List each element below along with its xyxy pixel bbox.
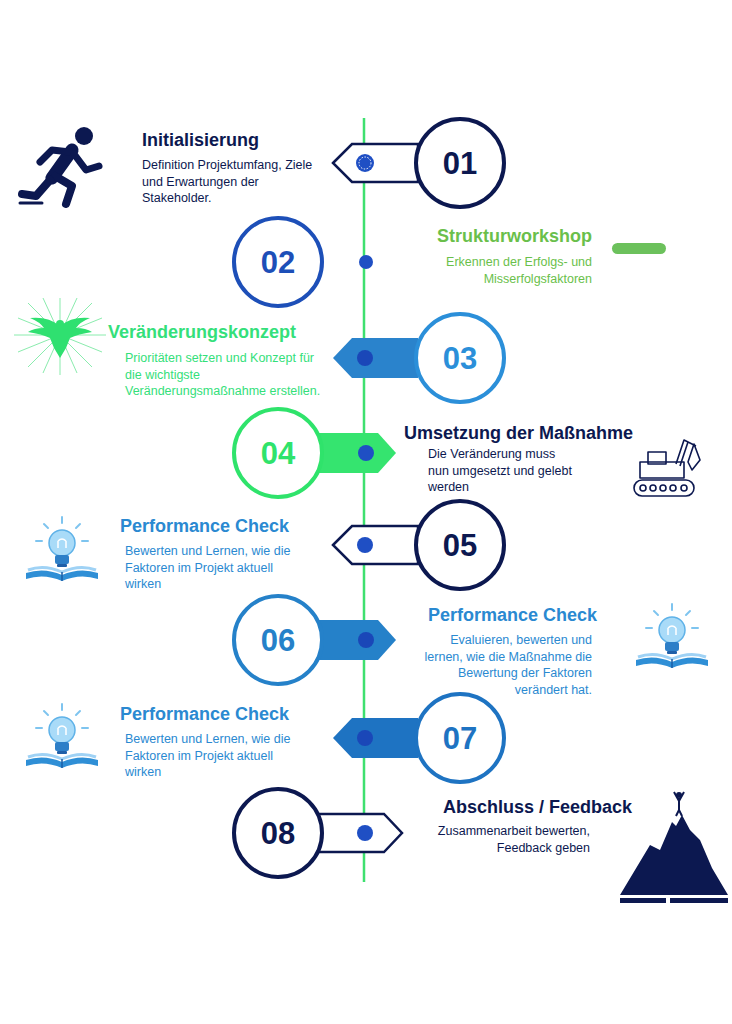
step-tag — [333, 338, 418, 378]
lightbulb-book-icon — [636, 604, 708, 668]
step-number: 04 — [261, 438, 295, 469]
step-heading: Umsetzung der Maßnahme — [404, 423, 664, 445]
step-tag — [333, 718, 418, 758]
lightbulb-book-icon — [26, 704, 98, 768]
step-tag — [333, 526, 418, 564]
step-number: 07 — [443, 723, 477, 754]
step-circle: 06 — [232, 594, 324, 686]
runner-icon — [20, 127, 99, 204]
step-circle: 02 — [232, 216, 324, 308]
step-number: 02 — [261, 247, 295, 278]
accent-pill — [612, 243, 666, 254]
step-number: 01 — [443, 148, 477, 179]
step-circle: 07 — [414, 692, 506, 784]
timeline-dots — [356, 154, 374, 841]
step-circle: 04 — [232, 407, 324, 499]
step-heading: Veränderungskonzept — [108, 322, 348, 344]
step-description: Evaluieren, bewerten und lernen, wie die… — [420, 632, 592, 698]
step-heading: Initialisierung — [142, 130, 342, 152]
step-description: Bewerten und Lernen, wie die Faktoren im… — [125, 543, 310, 593]
mountain-icon — [620, 792, 728, 903]
timeline-line — [363, 118, 366, 882]
step-circle: 03 — [414, 312, 506, 404]
step-heading: Performance Check — [397, 605, 597, 627]
step-description: Bewerten und Lernen, wie die Faktoren im… — [125, 731, 310, 781]
step-circle: 08 — [232, 787, 324, 879]
excavator-icon — [634, 440, 700, 496]
step-number: 05 — [443, 530, 477, 561]
step-heading: Abschluss / Feedback — [443, 797, 663, 819]
step-heading: Performance Check — [120, 704, 340, 726]
step-heading: Strukturworkshop — [392, 226, 592, 248]
step-description: Erkennen der Erfolgs- und Misserfolgsfak… — [412, 254, 592, 287]
step-description: Prioritäten setzen und Konzept für die w… — [125, 350, 325, 400]
step-number: 08 — [261, 818, 295, 849]
step-tag — [333, 144, 418, 182]
step-number: 03 — [443, 343, 477, 374]
step-description: Die Veränderung muss nun umgesetzt und g… — [428, 446, 578, 496]
step-heading: Performance Check — [120, 516, 340, 538]
eagle-icon — [14, 298, 106, 375]
step-description: Zusammenarbeit bewerten, Feedback geben — [420, 823, 590, 856]
lightbulb-book-icon — [26, 517, 98, 581]
step-description: Definition Projektumfang, Ziele und Erwa… — [142, 157, 320, 207]
step-circle: 05 — [414, 499, 506, 591]
step-number: 06 — [261, 625, 295, 656]
step-circle: 01 — [414, 117, 506, 209]
